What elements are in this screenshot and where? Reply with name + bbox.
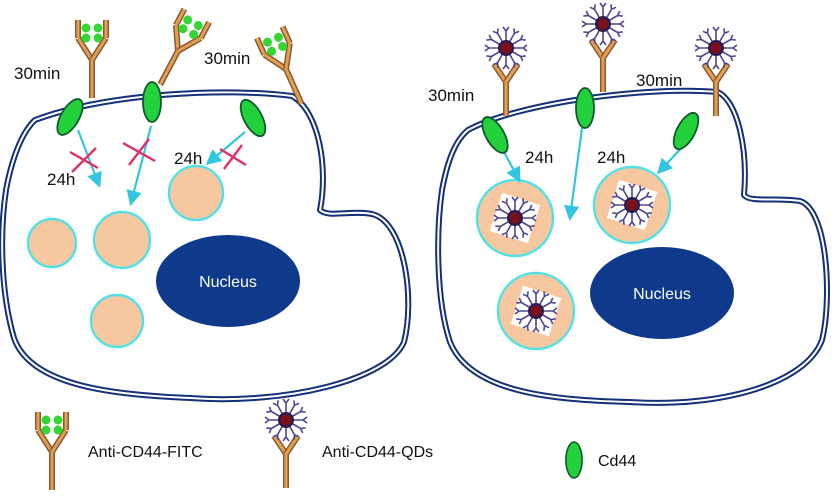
right-time-30min-a: 30min (428, 86, 474, 105)
left-arrow-1 (76, 129, 102, 188)
legend-cd44-icon (565, 441, 583, 479)
right-time-24h-b: 24h (597, 148, 625, 167)
left-antibody-fitc-1 (78, 20, 106, 98)
left-time-30min-b: 30min (204, 49, 250, 68)
right-vesicle-3 (496, 271, 576, 351)
left-vesicle-1 (167, 164, 225, 222)
right-panel: Nucleus 30min 30min 24h 24h (428, 3, 830, 406)
left-time-30min-a: 30min (14, 64, 60, 83)
left-vesicle-4 (89, 293, 145, 349)
legend-qds-icon (265, 399, 307, 488)
right-antibody-qd-1 (485, 27, 527, 116)
left-blocked-cross-2 (122, 138, 156, 166)
right-nucleus-label: Nucleus (633, 286, 691, 303)
left-blocked-cross-1 (69, 147, 99, 173)
right-nucleus (590, 247, 734, 339)
left-cd44-2 (142, 81, 162, 123)
right-antibody-qd-2 (582, 3, 624, 92)
left-vesicle-3 (92, 210, 152, 270)
left-blocked-cross-3 (219, 144, 247, 170)
left-antibody-fitc-2 (148, 9, 209, 91)
left-time-24h-b: 24h (174, 149, 202, 168)
right-arrow-1 (502, 149, 521, 183)
right-arrow-2 (563, 127, 584, 222)
legend-fitc-icon (38, 412, 66, 490)
right-cd44-2 (575, 87, 595, 129)
right-vesicle-2 (592, 165, 672, 245)
left-nucleus-label: Nucleus (199, 274, 257, 291)
legend-cd44-label: Cd44 (598, 453, 636, 470)
legend-fitc-label: Anti-CD44-FITC (88, 444, 203, 461)
left-time-24h-a: 24h (47, 170, 75, 189)
left-panel: Nucleus 30min 30min 24h 24h (0, 9, 412, 403)
left-vesicle-2 (26, 217, 78, 269)
left-arrow-3 (205, 131, 246, 165)
right-time-24h-a: 24h (525, 148, 553, 167)
right-vesicle-1 (475, 178, 555, 258)
legend-qds-label: Anti-CD44-QDs (322, 444, 433, 461)
right-time-30min-b: 30min (636, 71, 682, 90)
legend: Anti-CD44-FITC Anti-CD44-QDs Cd44 (38, 399, 636, 490)
left-nucleus (156, 235, 300, 327)
